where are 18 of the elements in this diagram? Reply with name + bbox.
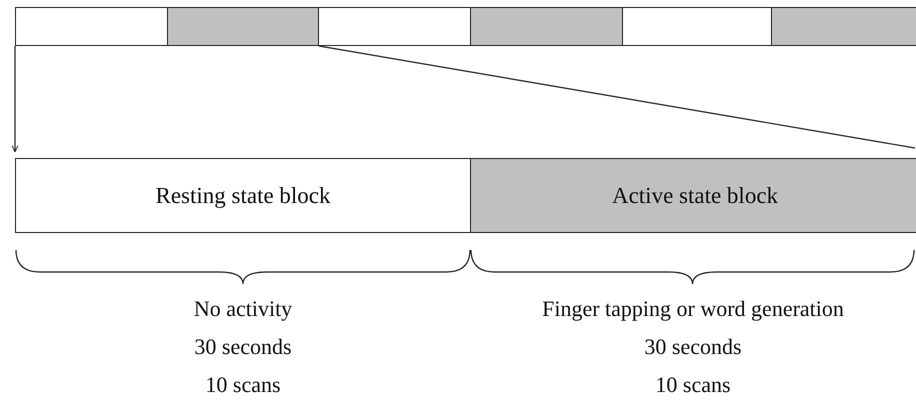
timeline-segment bbox=[15, 7, 168, 46]
timeline-segment bbox=[771, 7, 916, 46]
block-box bbox=[470, 158, 916, 233]
block-description: 30 seconds bbox=[643, 333, 743, 361]
connector-line bbox=[318, 45, 916, 149]
block-description: Finger tapping or word generation bbox=[541, 295, 845, 323]
timeline-segment bbox=[167, 7, 319, 46]
timeline-segment bbox=[622, 7, 772, 46]
block-description: 10 scans bbox=[654, 371, 732, 399]
block-description: 10 scans bbox=[204, 371, 282, 399]
arrow bbox=[12, 46, 18, 152]
timeline-segment bbox=[470, 7, 623, 46]
block-box bbox=[15, 158, 471, 233]
timeline-segment bbox=[318, 7, 471, 46]
block-description: 30 seconds bbox=[193, 333, 293, 361]
block-label: Resting state block bbox=[155, 182, 331, 208]
block-description: No activity bbox=[192, 295, 294, 323]
block-label: Active state block bbox=[612, 182, 778, 208]
